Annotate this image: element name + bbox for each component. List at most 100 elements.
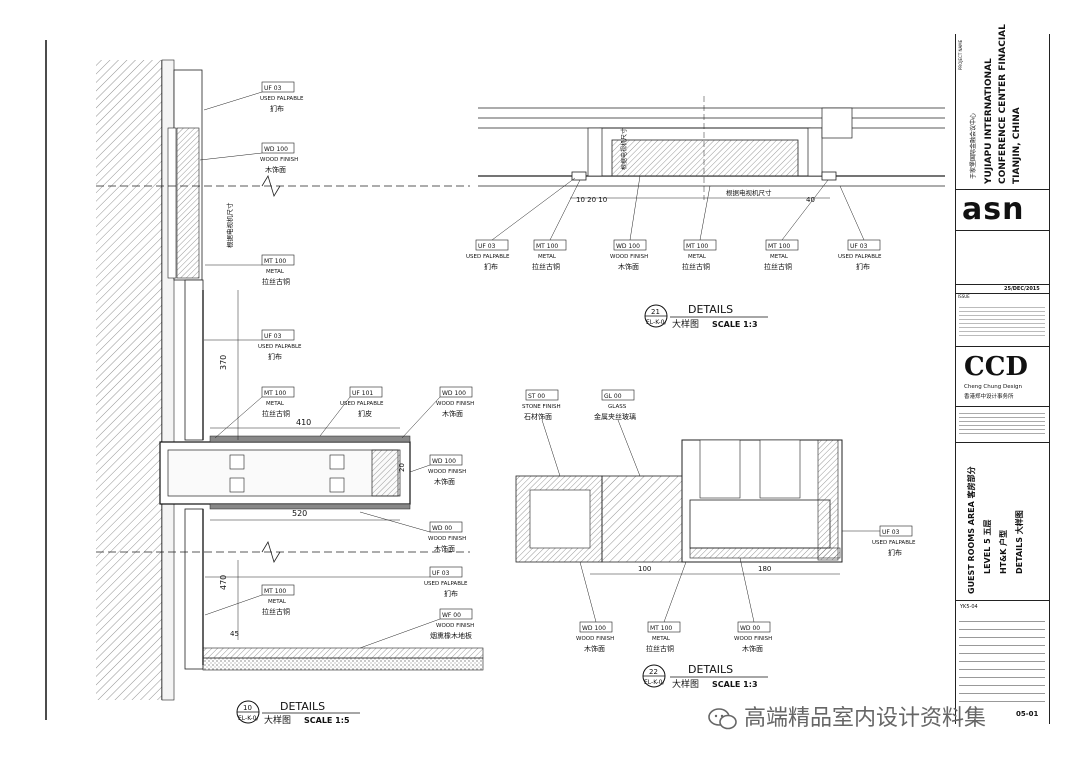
drawing-title-3: HT&K 户型: [999, 529, 1008, 574]
wood-floor: [202, 647, 484, 659]
material-tag: UF 03 USED FALPABLE 扪布: [204, 329, 302, 361]
tag-cn: 木饰面: [434, 544, 455, 553]
sheet-number: 05-01: [1016, 710, 1039, 718]
tag-code: UF 03: [882, 529, 900, 536]
material-tag: MT 100 METAL 拉丝古铜: [682, 185, 717, 271]
tag-en: WOOD FINISH: [734, 636, 772, 642]
tag-cn: 拉丝古铜: [262, 409, 290, 418]
tag-en: WOOD FINISH: [576, 636, 614, 642]
detail-10-title: 10 EL-K-0/ DETAILS 大样图 SCALE 1:5: [236, 700, 360, 726]
tag-code: WF 00: [442, 612, 461, 619]
tag-en: METAL: [770, 254, 789, 260]
tag-cn: 拉丝古铜: [262, 607, 290, 616]
project-label: PROJECT NAME: [958, 39, 963, 70]
project-name-en-2: CONFERENCE CENTER FINACIAL: [998, 24, 1008, 184]
tag-en: USED FALPABLE: [258, 344, 302, 350]
tb-divider: [956, 189, 1049, 190]
tag-code: GL 00: [604, 393, 622, 400]
detail-22-title: 22 EL-K-0/ DETAILS 大样图 SCALE 1:3: [642, 663, 768, 690]
tag-code: WD 100: [264, 146, 288, 153]
tag-cn: 木饰面: [442, 409, 463, 418]
detail-sheet-ref: EL-K-0/: [644, 679, 665, 686]
tag-en: STONE FINISH: [522, 404, 561, 410]
glass-panel: [601, 475, 683, 563]
tag-cn: 拉丝古铜: [262, 277, 290, 286]
tag-cn: 拉丝古铜: [682, 262, 710, 271]
dim-20: 20: [398, 463, 406, 472]
tag-en: WOOD FINISH: [428, 469, 466, 475]
dim-100: 100: [638, 565, 651, 573]
dim-370: 370: [219, 355, 228, 370]
dim-520: 520: [292, 509, 307, 518]
tb-divider: [956, 293, 1049, 294]
detail-scale: SCALE 1:3: [712, 320, 758, 329]
material-tag: MT 100 METAL 拉丝古铜: [764, 179, 829, 271]
detail-subtitle: 大样图: [672, 678, 699, 690]
tag-code: MT 100: [686, 243, 708, 250]
tag-cn: 扪布: [268, 352, 282, 361]
tag-code: MT 100: [536, 243, 558, 250]
drawing-title-2: LEVEL 5 五层: [983, 519, 992, 574]
material-tag: ST 00 STONE FINISH 石材饰面: [522, 389, 561, 477]
tag-cn: 木饰面: [434, 477, 455, 486]
tag-code: WD 100: [582, 625, 606, 632]
detail-number: 10: [243, 704, 252, 712]
detail-sheet-ref: EL-K-0/: [646, 319, 667, 326]
tag-code: MT 100: [264, 258, 286, 265]
material-tag: WD 100 WOOD FINISH 木饰面: [401, 386, 474, 439]
tb-divider: [956, 346, 1049, 347]
tag-en: USED FALPABLE: [466, 254, 510, 260]
tag-code: WD 100: [442, 390, 466, 397]
material-tag: WD 100 WOOD FINISH 木饰面: [199, 142, 298, 174]
tag-cn: 扪布: [888, 548, 902, 557]
tv-size-note: 根据电视机尺寸: [225, 202, 234, 248]
title-block: PROJECT NAME 于家堡国际金融会议中心 YUJIAPU INTERNA…: [955, 24, 1050, 724]
detail-21-title: 21 EL-K-0/ DETAILS 大样图 SCALE 1:3: [644, 303, 768, 330]
tag-en: METAL: [538, 254, 557, 260]
detail-number: 22: [649, 668, 658, 676]
tag-en: GLASS: [608, 404, 627, 410]
tag-en: WOOD FINISH: [436, 401, 474, 407]
dim-470: 470: [219, 575, 228, 590]
tag-cn: 拉丝古铜: [646, 644, 674, 653]
tag-cn: 扪皮: [358, 409, 372, 418]
tag-code: WD 100: [432, 458, 456, 465]
detail-scale: SCALE 1:5: [304, 716, 350, 725]
material-tag: WD 100 WOOD FINISH 木饰面: [576, 561, 614, 653]
tag-en: USED FALPABLE: [340, 401, 384, 407]
tag-cn: 扪布: [270, 104, 284, 113]
detail-sheet-ref: EL-K-0/: [238, 715, 259, 722]
tb-divider: [956, 442, 1049, 443]
tv-box-panel: [611, 139, 799, 177]
material-tag: MT 100 METAL 拉丝古铜: [646, 561, 687, 653]
tag-en: METAL: [268, 599, 287, 605]
tag-en: METAL: [266, 401, 285, 407]
tag-cn: 扪布: [444, 589, 458, 598]
material-tag: MT 100 METAL 拉丝古铜: [204, 584, 295, 616]
material-tag: MT 100 METAL 拉丝古铜: [532, 179, 581, 271]
tag-code: UF 03: [478, 243, 496, 250]
material-tag: UF 03 USED FALPABLE 扪布: [205, 566, 468, 598]
wechat-icon: [708, 708, 737, 730]
signature-rows: [959, 614, 1045, 706]
tag-cn: 烟熏橡木地板: [430, 631, 472, 640]
material-tag: UF 03 USED FALPABLE 扪布: [838, 185, 882, 271]
tag-en: USED FALPABLE: [838, 254, 882, 260]
issue-date: 25/DEC/2015: [1004, 286, 1040, 292]
project-name-en-3: TIANJIN, CHINA: [1012, 107, 1022, 184]
tag-code: WD 100: [616, 243, 640, 250]
tv-niche-panel: [176, 127, 200, 279]
tag-code: ST 00: [528, 393, 545, 400]
material-tag: MT 100 METAL 拉丝古铜: [214, 386, 295, 439]
tag-en: USED FALPABLE: [872, 540, 916, 546]
tb-divider: [956, 230, 1049, 231]
detail-10-tags: UF 03 USED FALPABLE 扪布 WD 100 WOOD FINIS…: [199, 81, 474, 649]
detail-21-tags: UF 03 USED FALPABLE 扪布 MT 100 METAL 拉丝古铜…: [466, 175, 882, 271]
dim-40: 40: [806, 196, 815, 204]
tag-en: USED FALPABLE: [260, 96, 304, 102]
tag-cn: 金属夹丝玻璃: [594, 412, 636, 421]
tv-size-note-top: 根据电视机尺寸: [726, 188, 772, 197]
tag-en: WOOD FINISH: [436, 623, 474, 629]
